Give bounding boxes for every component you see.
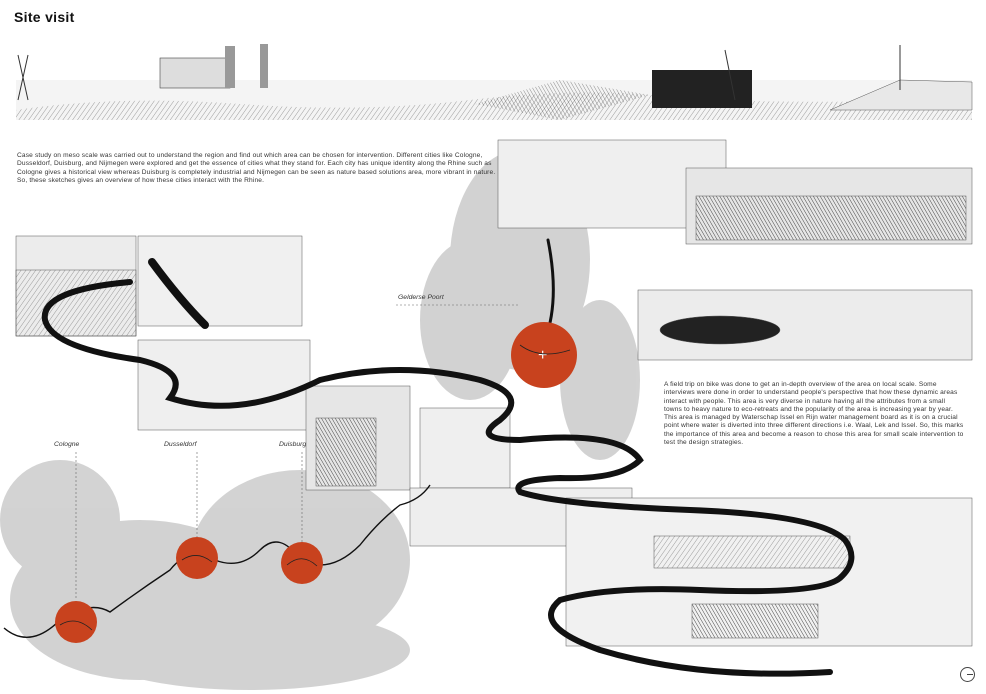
leader-lines (75, 304, 520, 600)
site-markers: + (55, 322, 577, 643)
marker-cologne (55, 601, 97, 643)
marker-duisburg (281, 542, 323, 584)
sketch-panels (15, 139, 973, 647)
page-title: Site visit (14, 9, 75, 25)
marker-dusseldorf (176, 537, 218, 579)
label-gelderse-poort: Gelderse Poort (398, 294, 444, 301)
svg-text:+: + (538, 347, 547, 364)
label-duisburg: Duisburg (279, 441, 307, 448)
paragraph-meso-scale: Case study on meso scale was carried out… (17, 152, 496, 184)
logo-icon (960, 667, 975, 682)
marker-gelderse-poort (511, 322, 577, 388)
panorama-sketch (16, 44, 973, 120)
label-dusseldorf: Dusseldorf (164, 441, 197, 448)
paragraph-local-scale: A field trip on bike was done to get an … (664, 381, 964, 447)
label-cologne: Cologne (54, 441, 80, 448)
